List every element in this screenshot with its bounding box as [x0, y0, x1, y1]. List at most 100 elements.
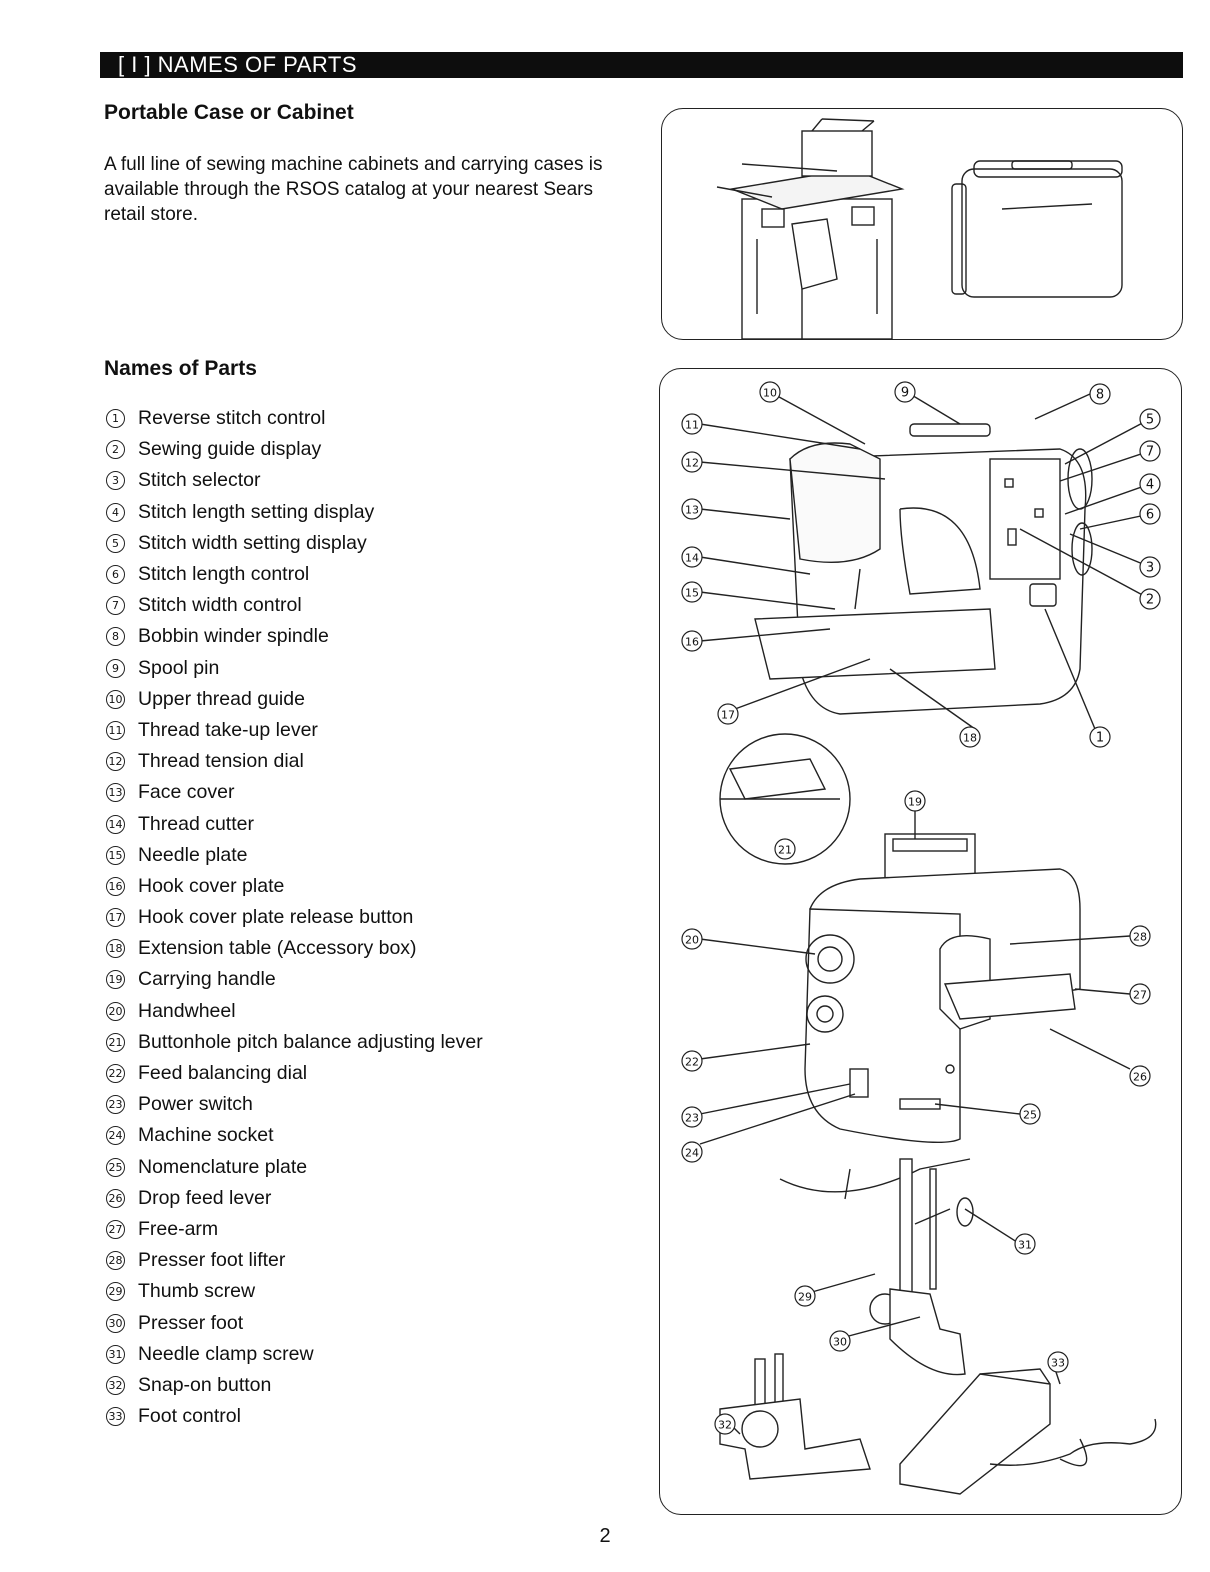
callout-circle	[1139, 473, 1161, 495]
part-number-badge: 24	[106, 1126, 125, 1146]
callout-number: 31	[1018, 1239, 1032, 1252]
part-number-badge: 31	[106, 1344, 125, 1364]
part-label: Hook cover plate	[138, 874, 285, 897]
cabinet-and-case-illustration	[716, 118, 1123, 340]
foot-control-drawing	[899, 1373, 1051, 1495]
part-number-badge: 14	[106, 814, 125, 834]
callout-circle	[681, 630, 703, 652]
callout-number: 7	[1146, 445, 1154, 460]
part-number-badge: 29	[106, 1282, 125, 1302]
part-label: Thumb screw	[138, 1280, 256, 1303]
page-number: 2	[599, 1525, 611, 1547]
callout-number: 24	[685, 1147, 699, 1160]
callout-circle	[681, 581, 703, 603]
callout-number: 20	[685, 934, 699, 947]
parts-list-item: 29 Thumb screw	[106, 1276, 483, 1307]
callout-circle	[1139, 588, 1161, 610]
part-number-badge: 20	[106, 1001, 125, 1021]
callout-number: 2	[1146, 593, 1154, 608]
part-number-badge: 11	[106, 720, 125, 740]
callout-number: 33	[1051, 1357, 1065, 1370]
part-number-badge: 26	[106, 1188, 125, 1208]
part-label: Hook cover plate release button	[138, 906, 414, 929]
parts-list-item: 24 Machine socket	[106, 1120, 483, 1151]
part-label: Extension table (Accessory box)	[138, 937, 417, 960]
callout-circle	[1014, 1233, 1036, 1255]
callout-circle	[681, 928, 703, 950]
callout-number: 15	[685, 587, 699, 600]
callout-circle	[681, 546, 703, 568]
callout-circle	[681, 498, 703, 520]
callout-circle	[794, 1285, 816, 1307]
callout-number: 21	[778, 844, 792, 857]
case-paragraph: A full line of sewing machine cabinets a…	[104, 154, 603, 225]
part-label: Needle plate	[138, 843, 248, 866]
parts-heading: Names of Parts	[104, 357, 257, 380]
part-label: Sewing guide display	[138, 438, 322, 461]
part-number-badge: 28	[106, 1251, 125, 1271]
callout-number: 14	[685, 552, 699, 565]
callout-number: 32	[718, 1419, 732, 1432]
callout-number: 26	[1133, 1071, 1147, 1084]
part-label: Upper thread guide	[138, 687, 305, 710]
part-label: Stitch length setting display	[138, 500, 375, 523]
part-label: Buttonhole pitch balance adjusting lever	[138, 1030, 483, 1053]
callout-circle	[1089, 383, 1111, 405]
parts-list-item: 28 Presser foot lifter	[106, 1245, 483, 1276]
part-label: Machine socket	[138, 1124, 274, 1147]
callout-number: 19	[908, 796, 922, 809]
part-label: Nomenclature plate	[138, 1155, 308, 1178]
callout-circle	[681, 451, 703, 473]
part-number-badge: 21	[106, 1032, 125, 1052]
callout-circle	[1089, 726, 1111, 748]
part-label: Drop feed lever	[138, 1186, 272, 1209]
part-label: Stitch width setting display	[138, 531, 367, 554]
callout-number: 18	[963, 732, 977, 745]
callout-number-group: 1234567891011121314151617181920212223242…	[681, 381, 1161, 1435]
parts-list-item: 5 Stitch width setting display	[106, 528, 483, 559]
part-label: Presser foot lifter	[138, 1249, 286, 1272]
case-illustration-panel	[661, 108, 1183, 340]
part-number-badge: 5	[106, 533, 125, 553]
callout-number: 23	[685, 1112, 699, 1125]
callout-number: 25	[1023, 1109, 1037, 1122]
parts-list-item: 4 Stitch length setting display	[106, 497, 483, 528]
part-number-badge: 1	[106, 409, 125, 429]
callout-circle	[894, 381, 916, 403]
part-label: Thread tension dial	[138, 750, 304, 773]
callout-number: 17	[721, 709, 735, 722]
callout-circle	[1129, 1065, 1151, 1087]
part-label: Reverse stitch control	[138, 407, 326, 430]
callout-number: 1	[1096, 731, 1104, 746]
part-label: Foot control	[138, 1405, 241, 1428]
part-number-badge: 19	[106, 970, 125, 990]
callout-circle	[759, 381, 781, 403]
callout-number: 29	[798, 1291, 812, 1304]
callout-circle	[829, 1330, 851, 1352]
callout-circle	[1139, 556, 1161, 578]
part-label: Thread cutter	[138, 812, 254, 835]
part-number-badge: 33	[106, 1407, 125, 1427]
machine-back-body	[804, 908, 961, 1144]
part-number-badge: 30	[106, 1313, 125, 1333]
callout-circle	[774, 838, 796, 860]
callout-circle	[1129, 983, 1151, 1005]
part-number-badge: 4	[106, 502, 125, 522]
callout-number: 10	[763, 387, 777, 400]
part-label: Free-arm	[138, 1217, 219, 1240]
callout-number: 12	[685, 457, 699, 470]
part-number-badge: 25	[106, 1157, 125, 1177]
